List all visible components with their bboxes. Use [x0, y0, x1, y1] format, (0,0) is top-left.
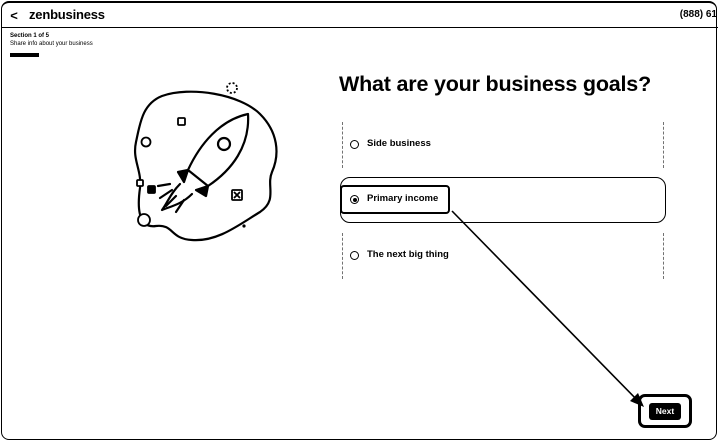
- brand-logo: zenbusiness: [29, 7, 105, 22]
- rocket-illustration: [134, 82, 278, 242]
- progress-fill: [10, 53, 39, 57]
- option-edge: [342, 122, 343, 168]
- rocket-body: [186, 112, 250, 188]
- section-label: Section 1 of 5: [10, 33, 50, 39]
- option-edge: [663, 122, 664, 168]
- progress-bar: [10, 53, 154, 57]
- phone-link[interactable]: (888) 61: [679, 9, 717, 20]
- option-next-big-thing[interactable]: The next big thing: [340, 233, 666, 279]
- option-label: Primary income: [367, 193, 439, 204]
- radio-icon[interactable]: [350, 140, 359, 149]
- option-label: The next big thing: [367, 249, 449, 260]
- option-edge: [342, 233, 343, 279]
- radio-icon[interactable]: [350, 195, 359, 204]
- option-side-business[interactable]: Side business: [340, 122, 666, 168]
- option-primary-income[interactable]: Primary income: [340, 177, 666, 223]
- page-title: What are your business goals?: [339, 72, 651, 96]
- next-button[interactable]: Next: [649, 402, 681, 420]
- next-button-highlight: Next: [638, 394, 692, 428]
- blob-outline: [134, 90, 278, 242]
- header-divider: [2, 27, 718, 28]
- back-chevron-icon[interactable]: <: [10, 7, 18, 23]
- radio-selected-dot: [352, 197, 357, 202]
- option-edge: [663, 233, 664, 279]
- option-label: Side business: [367, 138, 431, 149]
- section-subtitle: Share info about your business: [10, 41, 93, 47]
- radio-icon[interactable]: [350, 251, 359, 260]
